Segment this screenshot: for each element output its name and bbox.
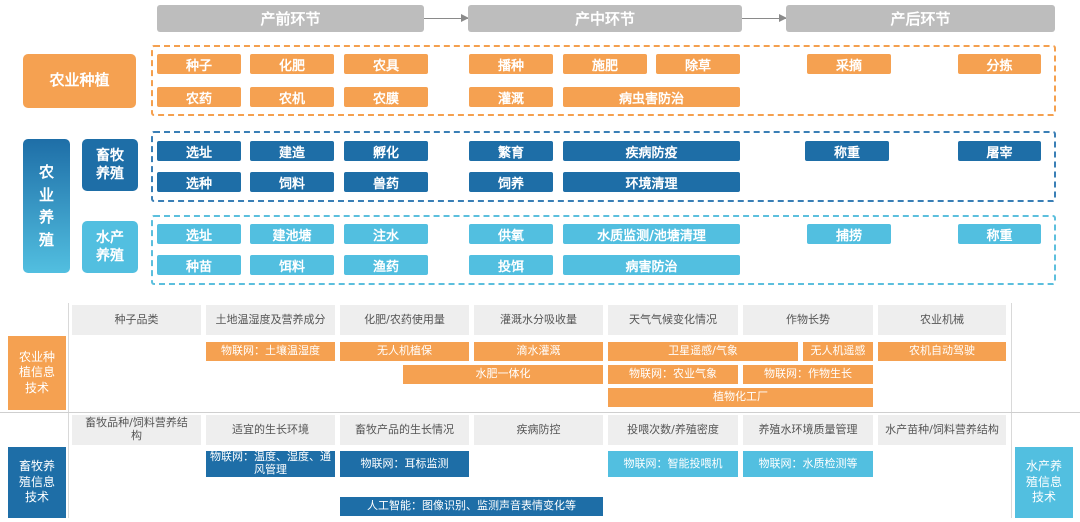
planting-tag: 农药 <box>157 87 241 107</box>
group-farming: 农业养殖 <box>23 139 70 273</box>
livestock-tag: 选址 <box>157 141 241 161</box>
planting-tag: 病虫害防治 <box>563 87 740 107</box>
info-label-livestock: 畜牧养 殖信息 技术 <box>8 447 66 518</box>
info-header: 土地温湿度及营养成分 <box>206 305 335 335</box>
group-aquatic: 水产养殖 <box>82 221 138 273</box>
info-tag: 物联网：耳标监测 <box>340 451 469 477</box>
livestock-tag: 称重 <box>805 141 889 161</box>
info-header: 作物长势 <box>743 305 873 335</box>
livestock-tag: 屠宰 <box>958 141 1041 161</box>
aquatic-frame <box>151 215 1056 285</box>
info-tag: 物联网：温度、湿度、通风管理 <box>206 451 335 477</box>
livestock-tag: 建造 <box>250 141 334 161</box>
stage-post: 产后环节 <box>786 5 1055 32</box>
info-tag: 人工智能：图像识别、监测声音表情变化等 <box>340 497 603 516</box>
planting-tag: 农膜 <box>344 87 428 107</box>
planting-tag: 种子 <box>157 54 241 74</box>
planting-tag: 农具 <box>344 54 428 74</box>
aquatic-tag: 水质监测/池塘清理 <box>563 224 740 244</box>
info-tag: 物联网：农业气象 <box>608 365 738 384</box>
info-tag: 物联网：水质检测等 <box>743 451 873 477</box>
info-header: 养殖水环境质量管理 <box>743 415 873 445</box>
info-header: 水产苗种/饲料营养结构 <box>878 415 1006 445</box>
aquatic-tag: 供氧 <box>469 224 553 244</box>
aquatic-tag: 建池塘 <box>250 224 334 244</box>
info-tag: 农机自动驾驶 <box>878 342 1006 361</box>
stage-arrow <box>742 14 787 22</box>
stage-mid: 产中环节 <box>468 5 742 32</box>
info-header: 适宜的生长环境 <box>206 415 335 445</box>
livestock-tag: 疾病防疫 <box>563 141 740 161</box>
info-tag: 物联网：土壤温湿度 <box>206 342 335 361</box>
planting-tag: 化肥 <box>250 54 334 74</box>
info-tag: 无人机植保 <box>340 342 469 361</box>
info-header: 畜牧产品的生长情况 <box>340 415 469 445</box>
info-tag: 植物化工厂 <box>608 388 873 407</box>
info-tag: 物联网：作物生长 <box>743 365 873 384</box>
planting-tag: 采摘 <box>807 54 891 74</box>
group-planting: 农业种植 <box>23 54 136 108</box>
info-tag: 无人机遥感 <box>803 342 873 361</box>
info-tag: 物联网：智能投喂机 <box>608 451 738 477</box>
planting-tag: 除草 <box>656 54 740 74</box>
info-header: 畜牧品种/饲料营养结构 <box>72 415 201 445</box>
stage-arrow <box>424 14 469 22</box>
livestock-tag: 选种 <box>157 172 241 192</box>
info-tag: 滴水灌溉 <box>474 342 603 361</box>
livestock-tag: 繁育 <box>469 141 553 161</box>
planting-tag: 分拣 <box>958 54 1041 74</box>
info-label-agriculture: 农业种 植信息 技术 <box>8 336 66 410</box>
info-header: 化肥/农药使用量 <box>340 305 469 335</box>
aquatic-tag: 称重 <box>958 224 1041 244</box>
stage-pre: 产前环节 <box>157 5 424 32</box>
info-header: 种子品类 <box>72 305 201 335</box>
aquatic-tag: 饵料 <box>250 255 334 275</box>
aquatic-tag: 病害防治 <box>563 255 740 275</box>
info-header: 投喂次数/养殖密度 <box>608 415 738 445</box>
info-header: 疾病防控 <box>474 415 603 445</box>
aquatic-tag: 捕捞 <box>807 224 891 244</box>
info-tag: 水肥一体化 <box>403 365 603 384</box>
livestock-frame <box>151 131 1056 202</box>
info-tag: 卫星遥感/气象 <box>608 342 798 361</box>
livestock-tag: 饲养 <box>469 172 553 192</box>
aquatic-tag: 投饵 <box>469 255 553 275</box>
planting-tag: 农机 <box>250 87 334 107</box>
planting-tag: 播种 <box>469 54 553 74</box>
planting-tag: 施肥 <box>563 54 647 74</box>
livestock-tag: 孵化 <box>344 141 428 161</box>
divider <box>1011 303 1012 518</box>
aquatic-tag: 渔药 <box>344 255 428 275</box>
livestock-tag: 饲料 <box>250 172 334 192</box>
planting-tag: 灌溉 <box>469 87 553 107</box>
divider <box>0 412 1080 413</box>
livestock-tag: 环境清理 <box>563 172 740 192</box>
info-label-aquatic: 水产养 殖信息 技术 <box>1015 447 1073 518</box>
aquatic-tag: 选址 <box>157 224 241 244</box>
info-header: 农业机械 <box>878 305 1006 335</box>
planting-frame <box>151 45 1056 116</box>
livestock-tag: 兽药 <box>344 172 428 192</box>
divider <box>68 303 69 518</box>
aquatic-tag: 注水 <box>344 224 428 244</box>
info-header: 天气气候变化情况 <box>608 305 738 335</box>
group-livestock: 畜牧养殖 <box>82 139 138 191</box>
info-header: 灌溉水分吸收量 <box>474 305 603 335</box>
aquatic-tag: 种苗 <box>157 255 241 275</box>
